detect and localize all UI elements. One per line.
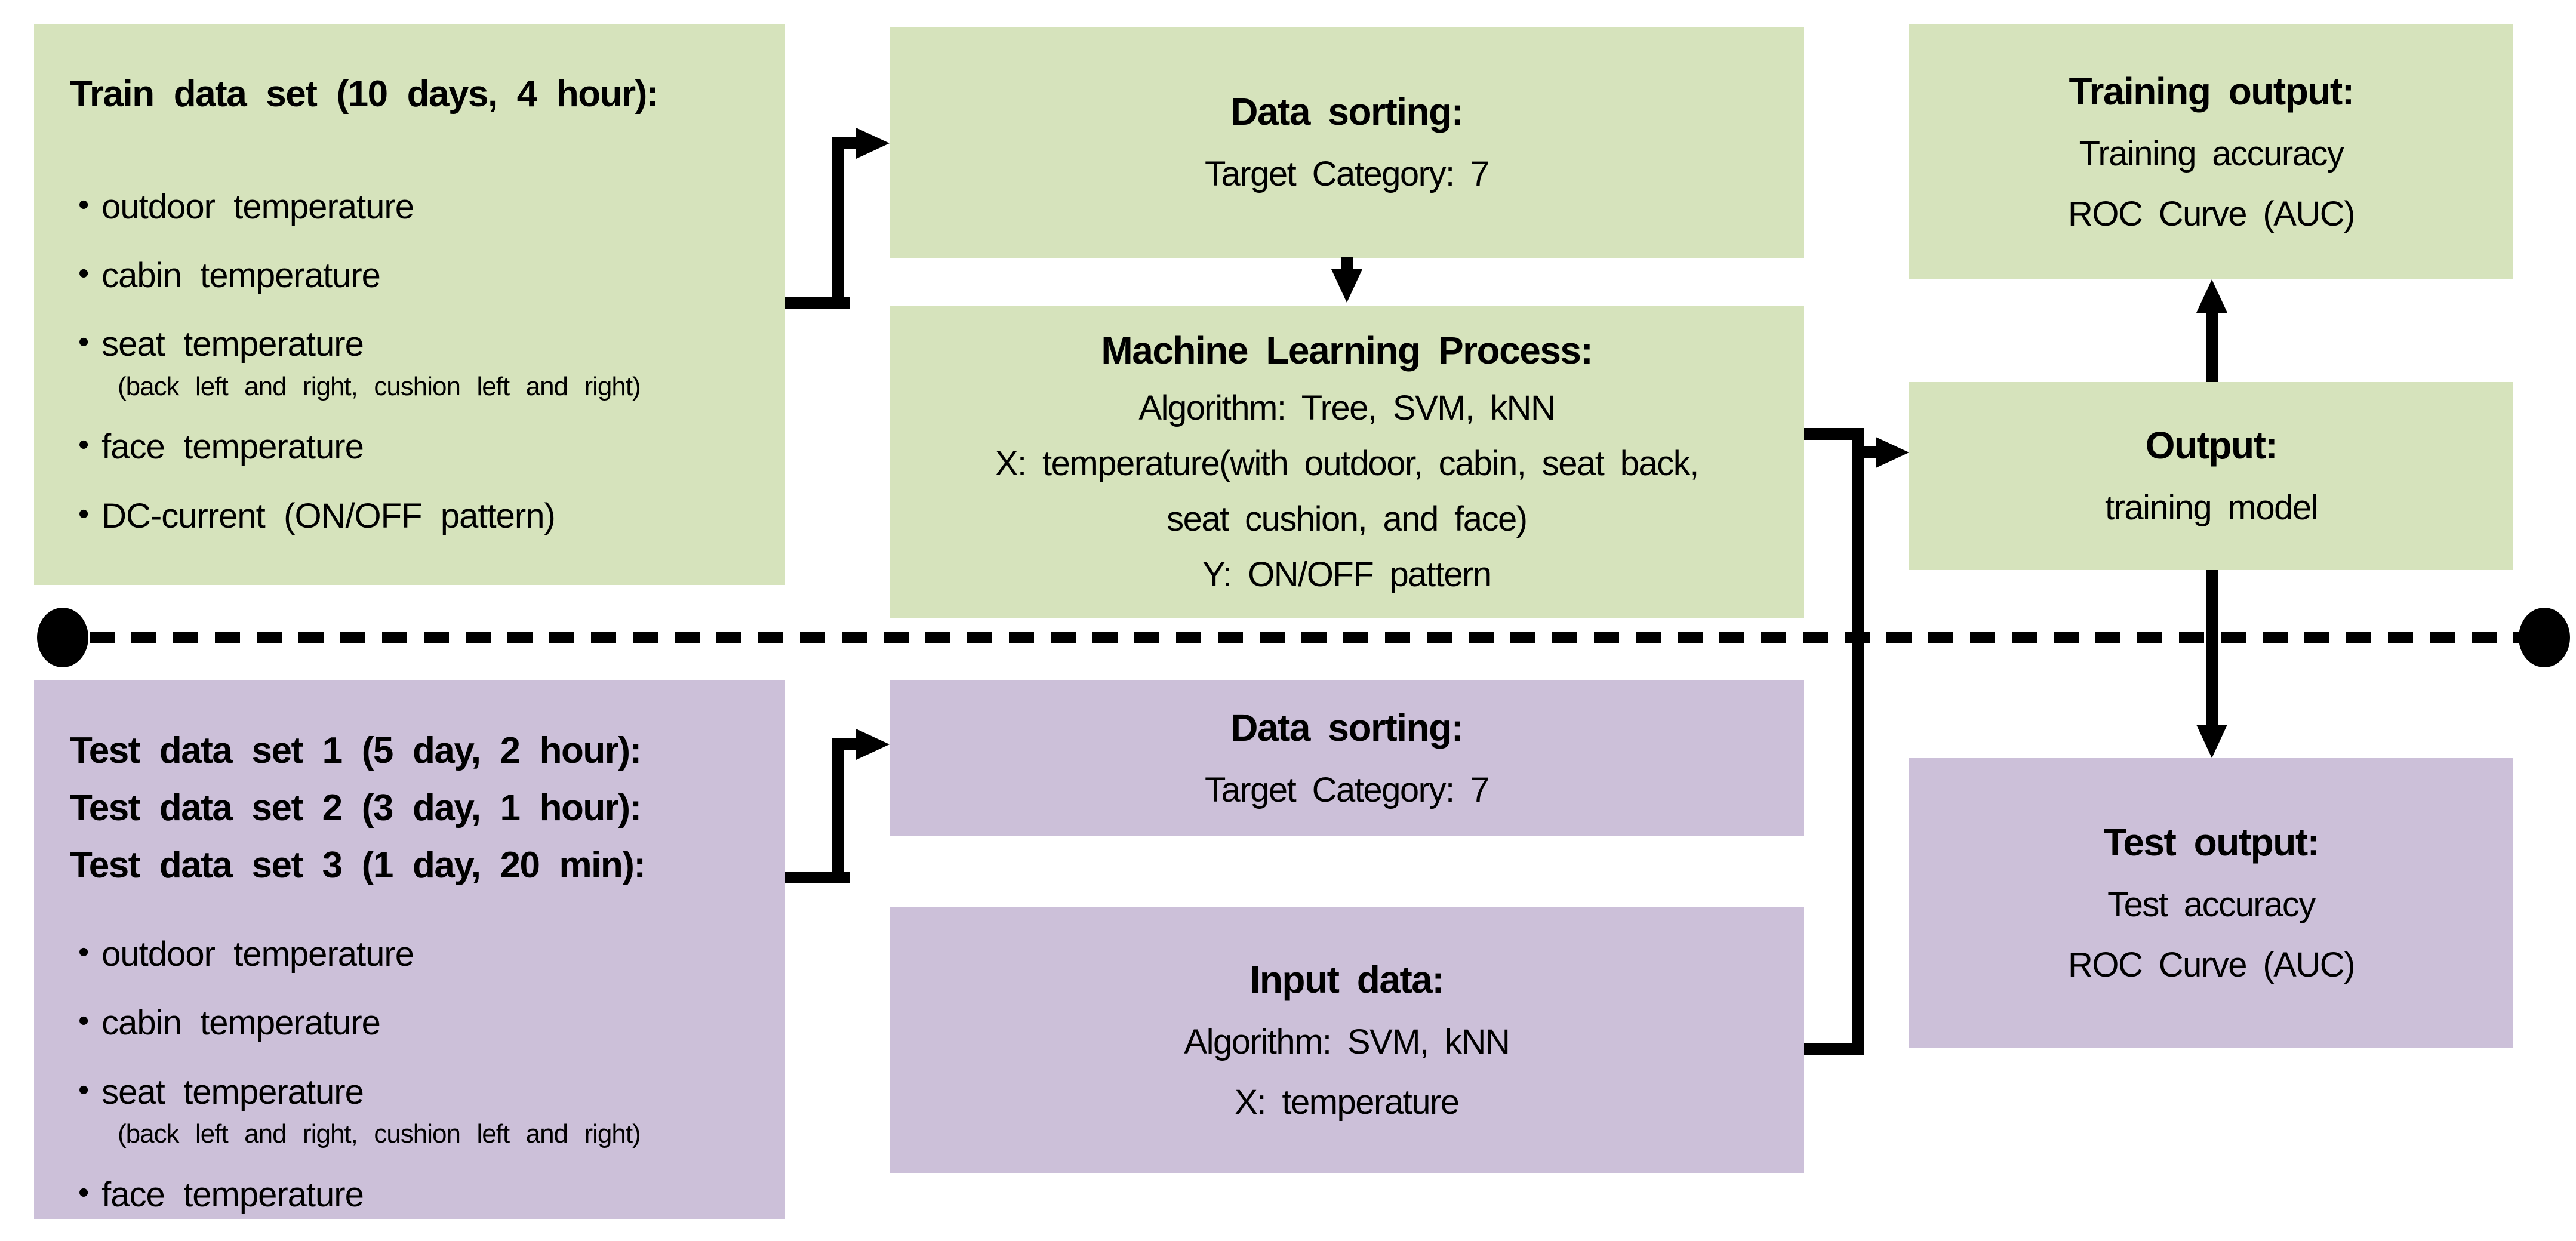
- connector-trunk-v: [1852, 428, 1864, 1055]
- output-training-model: training model: [2104, 488, 2319, 528]
- arrowhead-right-icon: [855, 728, 890, 760]
- test-output-accuracy: Test accuracy: [2107, 885, 2316, 924]
- divider-endpoint-dot-right: [2518, 607, 2570, 667]
- data-sorting-test-target: Target Category: 7: [1205, 770, 1489, 809]
- test-output-title: Test output:: [2103, 821, 2320, 864]
- connector-ml-exit-h: [1803, 428, 1864, 441]
- arrowhead-right-icon: [1876, 437, 1910, 469]
- bullet-icon: •: [78, 1003, 89, 1039]
- connector-test-to-sorting-h2: [831, 738, 858, 750]
- data-sorting-test-box: Data sorting: Target Category: 7: [889, 680, 1804, 836]
- input-data-x: X: temperature: [1235, 1082, 1460, 1122]
- test-feature-seat: • seat temperature (back left and right, …: [78, 1068, 767, 1150]
- arrowhead-right-icon: [855, 127, 890, 159]
- data-sorting-train-title: Data sorting:: [1230, 90, 1464, 134]
- test-box-title-3: Test data set 3 (1 day, 20 min):: [69, 845, 646, 886]
- train-feature-seat: • seat temperature (back left and right, …: [78, 320, 767, 402]
- input-data-algorithm: Algorithm: SVM, kNN: [1184, 1022, 1510, 1061]
- test-feature-list: •outdoor temperature •cabin temperature …: [70, 930, 767, 1219]
- ml-process-x-line1: X: temperature(with outdoor, cabin, seat…: [995, 444, 1700, 483]
- training-output-title: Training output:: [2069, 70, 2355, 113]
- divider-endpoint-dot-left: [36, 607, 88, 667]
- list-item-label: face temperature: [101, 1175, 364, 1214]
- bullet-icon: •: [78, 256, 89, 291]
- bullet-icon: •: [78, 427, 89, 463]
- training-output-roc: ROC Curve (AUC): [2068, 194, 2355, 233]
- data-sorting-train-box: Data sorting: Target Category: 7: [889, 26, 1804, 258]
- training-output-accuracy: Training accuracy: [2079, 134, 2344, 173]
- ml-process-algorithm: Algorithm: Tree, SVM, kNN: [1138, 388, 1555, 427]
- connector-output-to-test-output: [2205, 570, 2218, 728]
- data-sorting-train-target: Target Category: 7: [1205, 155, 1489, 194]
- test-output-roc: ROC Curve (AUC): [2068, 945, 2355, 984]
- list-item-label: outdoor temperature: [101, 935, 414, 974]
- connector-test-to-sorting-v: [831, 738, 844, 884]
- bullet-icon: •: [78, 496, 89, 531]
- test-box-title-2: Test data set 2 (3 day, 1 hour):: [69, 787, 642, 829]
- list-item-label: face temperature: [101, 427, 364, 467]
- list-item-label: cabin temperature: [101, 1003, 381, 1043]
- train-dataset-box: Train data set (10 days, 4 hour): • outdo…: [33, 23, 786, 585]
- train-feature-outdoor: • outdoor temperature: [78, 183, 767, 231]
- test-feature-cabin: • cabin temperature: [78, 999, 767, 1047]
- train-feature-list: •outdoor temperature •cabin temperature …: [70, 183, 767, 540]
- connector-train-to-sorting-v: [831, 137, 844, 309]
- test-output-box: Test output: Test accuracy ROC Curve (AU…: [1909, 758, 2514, 1048]
- connector-branch-to-output-h: [1852, 446, 1878, 459]
- list-item-label: cabin temperature: [101, 256, 381, 295]
- arrowhead-up-icon: [2196, 279, 2227, 313]
- ml-process-y-line: Y: ON/OFF pattern: [1202, 555, 1492, 594]
- arrowhead-down-icon: [1331, 269, 1362, 303]
- test-feature-outdoor: • outdoor temperature: [78, 930, 767, 978]
- list-item-label: DC-current (ON/OFF pattern): [101, 496, 556, 535]
- test-feature-face: • face temperature: [78, 1171, 767, 1219]
- bullet-icon: •: [78, 325, 89, 360]
- training-output-box: Training output: Training accuracy ROC C…: [1909, 24, 2514, 279]
- connector-train-to-sorting-h2: [831, 137, 858, 149]
- connector-input-exit-h: [1803, 1042, 1864, 1055]
- list-item-label: outdoor temperature: [101, 187, 414, 226]
- seat-sub-note: (back left and right, cushion left and r…: [117, 371, 641, 401]
- list-item-label: seat temperature: [101, 325, 364, 364]
- output-model-box: Output: training model: [1909, 381, 2514, 570]
- seat-sub-note: (back left and right, cushion left and r…: [117, 1119, 641, 1148]
- bullet-icon: •: [78, 187, 89, 222]
- connector-output-to-training-output: [2205, 310, 2218, 382]
- input-data-title: Input data:: [1249, 958, 1445, 1001]
- output-title: Output:: [2145, 424, 2278, 467]
- ml-process-title: Machine Learning Process:: [1101, 329, 1593, 372]
- arrowhead-down-icon: [2196, 724, 2227, 758]
- train-test-divider-line: [90, 632, 2525, 643]
- ml-process-x-line2: seat cushion, and face): [1167, 499, 1528, 538]
- test-dataset-box: Test data set 1 (5 day, 2 hour): Test da…: [33, 680, 786, 1219]
- list-item-label: seat temperature: [101, 1072, 364, 1111]
- bullet-icon: •: [78, 1072, 89, 1107]
- train-feature-cabin: • cabin temperature: [78, 251, 767, 300]
- train-feature-face: • face temperature: [78, 423, 767, 471]
- data-sorting-test-title: Data sorting:: [1230, 706, 1464, 750]
- bullet-icon: •: [78, 1175, 89, 1210]
- bullet-icon: •: [78, 935, 89, 970]
- input-data-box: Input data: Algorithm: SVM, kNN X: tempe…: [889, 907, 1804, 1173]
- train-box-title: Train data set (10 days, 4 hour):: [69, 73, 658, 115]
- ml-process-box: Machine Learning Process: Algorithm: Tre…: [889, 306, 1804, 618]
- train-feature-dc-current: • DC-current (ON/OFF pattern): [78, 492, 767, 540]
- test-box-title-1: Test data set 1 (5 day, 2 hour):: [69, 729, 642, 771]
